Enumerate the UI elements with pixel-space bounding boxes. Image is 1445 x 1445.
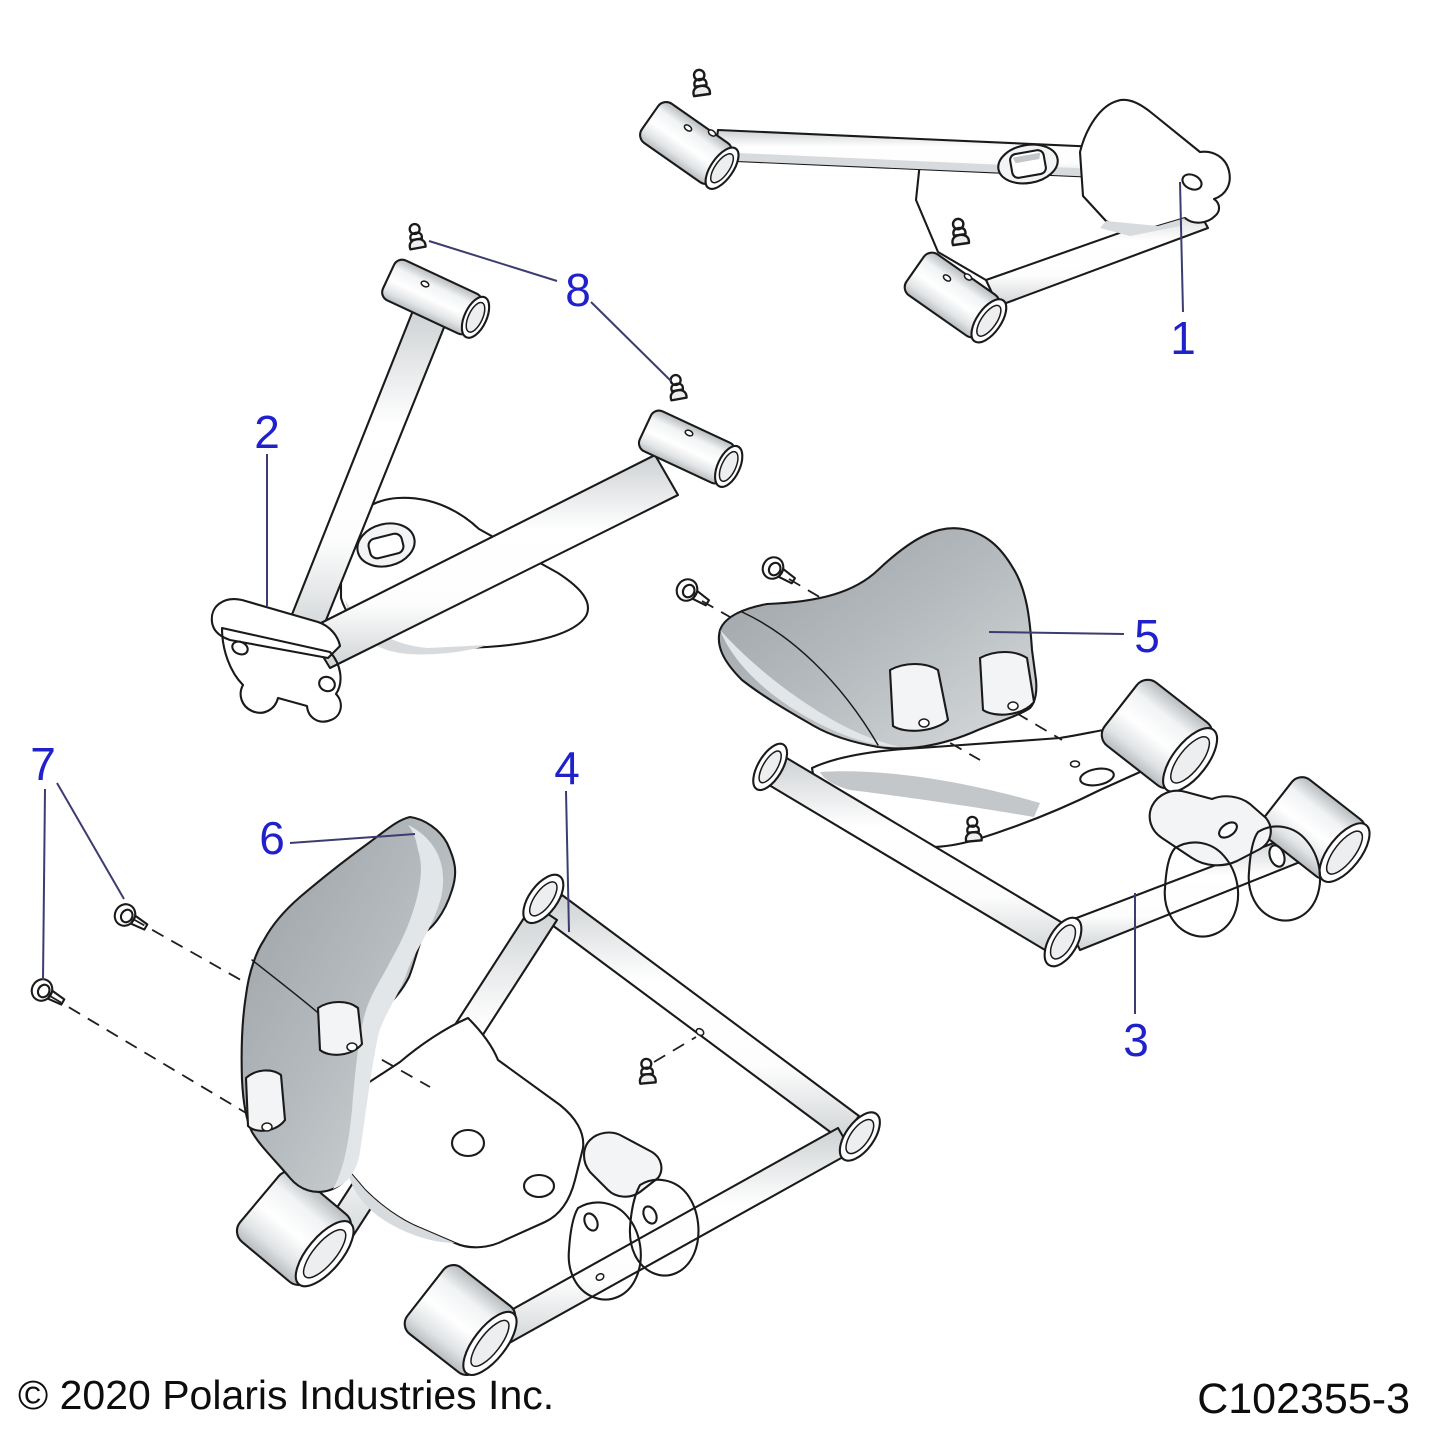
callout-1-leader bbox=[1179, 181, 1184, 313]
callout-number-6: 6 bbox=[259, 812, 285, 864]
part-3-lower-control-arm-right bbox=[752, 678, 1371, 968]
callout-4-leader bbox=[565, 790, 570, 933]
assembly-dash-line bbox=[132, 918, 431, 1088]
callout-8-leader bbox=[428, 240, 558, 282]
grease-fitting-icon bbox=[636, 1057, 658, 1085]
part-6-guard-left bbox=[240, 815, 457, 1193]
callout-number-7: 7 bbox=[30, 738, 56, 790]
part-4-lower-control-arm-left bbox=[235, 873, 881, 1376]
callout-7-leader bbox=[56, 782, 125, 900]
callout-7-leader bbox=[42, 788, 46, 981]
callout-8-leader bbox=[590, 301, 672, 382]
callout-number-8: 8 bbox=[565, 264, 591, 316]
grease-fitting-icon bbox=[665, 372, 688, 402]
guard-screw bbox=[757, 552, 801, 592]
assembly-dash-line bbox=[653, 1036, 697, 1063]
copyright-text: © 2020 Polaris Industries Inc. bbox=[18, 1372, 554, 1418]
callouts: 1 2 3 4 5 6 7 8 bbox=[30, 181, 1196, 1066]
part-5-guard-right bbox=[717, 527, 1038, 750]
callout-number-4: 4 bbox=[554, 742, 580, 794]
callout-number-3: 3 bbox=[1123, 1014, 1149, 1066]
guard-screw bbox=[109, 899, 153, 938]
guard-screw bbox=[26, 974, 70, 1013]
callout-number-5: 5 bbox=[1134, 610, 1160, 662]
callout-number-1: 1 bbox=[1170, 312, 1196, 364]
part-2-upper-control-arm-left bbox=[210, 221, 744, 723]
callout-5-leader bbox=[988, 631, 1125, 635]
grease-fitting-icon bbox=[404, 221, 427, 251]
callout-6-leader bbox=[289, 833, 416, 844]
guard-screw bbox=[671, 574, 715, 614]
part-code-text: C102355-3 bbox=[1197, 1375, 1410, 1423]
grease-fitting-icon bbox=[689, 67, 712, 98]
part-1-upper-control-arm-right bbox=[639, 67, 1231, 344]
callout-number-2: 2 bbox=[254, 406, 280, 458]
